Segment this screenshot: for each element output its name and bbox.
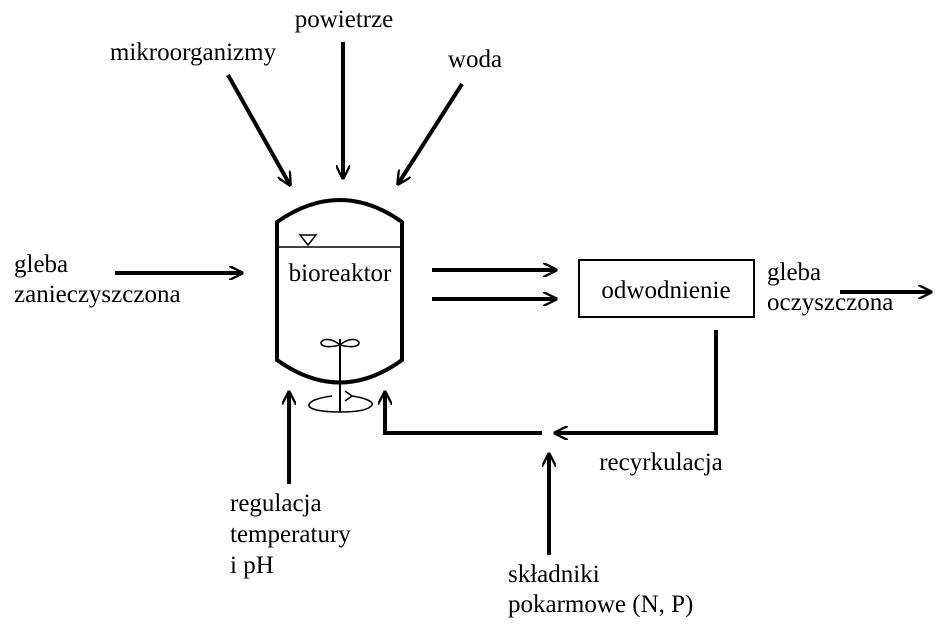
label-gleba-oczyszczona-1: gleba (767, 259, 821, 286)
stirrer-rotation-arrowhead (344, 390, 354, 402)
label-odwodnienie: odwodnienie (601, 277, 730, 304)
label-bioreaktor: bioreaktor (289, 260, 392, 287)
label-regulacja-1: regulacja (230, 490, 322, 517)
label-mikroorganizmy: mikroorganizmy (110, 39, 277, 66)
bioreactor-vessel (275, 198, 404, 385)
label-regulacja-2: temperatury (230, 521, 351, 548)
label-recyrkulacja: recyrkulacja (599, 449, 723, 476)
label-gleba-zanieczyszczona-1: gleba (14, 251, 68, 278)
label-skladniki-1: składniki (508, 561, 600, 588)
stirrer-blade-right (338, 338, 360, 348)
label-powietrze: powietrze (295, 6, 394, 33)
label-skladniki-2: pokarmowe (N, P) (508, 591, 693, 618)
label-regulacja-3: i pH (230, 552, 274, 579)
arrow-mikroorganizmy (226, 74, 290, 185)
stirrer-blade-left (320, 338, 342, 348)
label-woda: woda (448, 46, 502, 73)
label-gleba-zanieczyszczona-2: zanieczyszczona (14, 281, 181, 308)
recirculation-line (555, 330, 718, 433)
arrow-woda (398, 82, 464, 184)
odwodnienie-box (578, 259, 755, 318)
stirrer-rotation-icon (308, 395, 374, 413)
liquid-level-marker-icon (298, 234, 318, 247)
recirculation-return-line (385, 392, 542, 435)
